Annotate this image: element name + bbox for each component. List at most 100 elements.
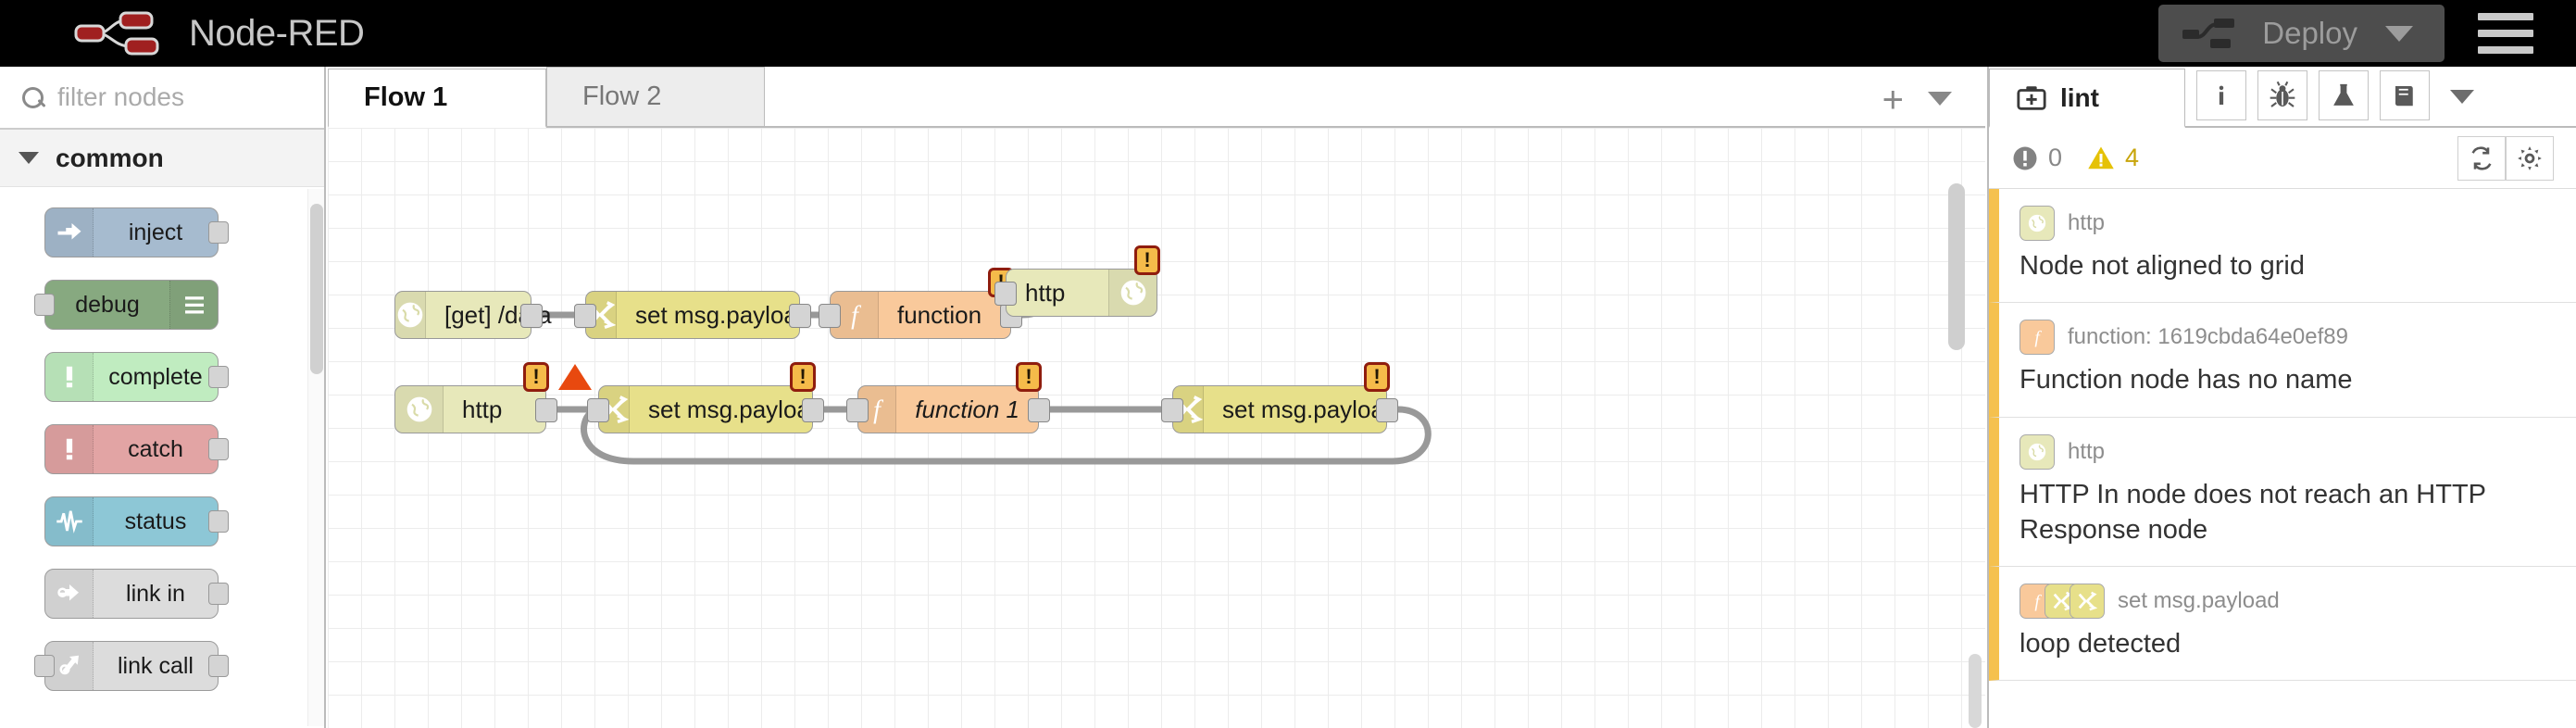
palette-scrollbar[interactable]	[307, 189, 324, 726]
flow-tab-bar: Flow 1 Flow 2 +	[328, 67, 1985, 128]
lint-item[interactable]: http Node not aligned to grid	[1989, 189, 2576, 304]
palette-node-label: status	[124, 508, 187, 534]
palette-node-link-call[interactable]: link call	[34, 641, 229, 691]
app-header: Node-RED Deploy	[0, 0, 2576, 67]
lint-refresh-button[interactable]	[2457, 135, 2506, 181]
tab-flow-1[interactable]: Flow 1	[328, 69, 546, 128]
lint-results-list: http Node not aligned to grid f function…	[1989, 189, 2576, 682]
canvas-node-n5[interactable]: http!	[394, 362, 592, 433]
lint-item-message: Function node has no name	[2020, 365, 2353, 395]
canvas-scrollbar-secondary[interactable]	[1969, 654, 1982, 728]
output-port[interactable]	[208, 221, 229, 244]
deploy-button[interactable]: Deploy	[2158, 5, 2445, 62]
canvas-node-n2[interactable]: set msg.payload	[574, 291, 811, 339]
palette-node-status[interactable]: status	[44, 496, 229, 546]
tab-flow-2[interactable]: Flow 2	[546, 67, 765, 126]
sidebar-button-context[interactable]	[2319, 70, 2369, 120]
wire-layer	[542, 289, 1432, 465]
sidebar-button-debug[interactable]	[2257, 70, 2307, 120]
lint-item[interactable]: http HTTP In node does not reach an HTTP…	[1989, 417, 2576, 568]
output-port[interactable]	[789, 304, 811, 328]
info-icon	[2219, 85, 2224, 105]
sidebar-button-info[interactable]	[2196, 70, 2246, 120]
input-port[interactable]	[994, 282, 1017, 306]
output-port[interactable]	[208, 438, 229, 460]
palette-node-label: link in	[126, 580, 185, 607]
node-warning-badge-icon[interactable]: !	[790, 362, 816, 392]
deploy-icon	[2182, 19, 2235, 48]
canvas-scrollbar-thumb[interactable]	[1948, 183, 1965, 350]
output-port[interactable]	[208, 583, 229, 605]
lint-settings-button[interactable]	[2506, 135, 2554, 181]
globe-icon	[2020, 206, 2055, 241]
warning-count: 4	[2125, 144, 2140, 171]
output-port[interactable]	[802, 398, 824, 422]
lint-item-message: loop detected	[2020, 629, 2182, 659]
canvas-node-n6[interactable]: set msg.payload!	[587, 362, 824, 433]
brand: Node-RED	[72, 9, 365, 57]
canvas-node-label: function	[897, 300, 982, 329]
canvas-vertical-scrollbar[interactable]	[1948, 183, 1965, 711]
medkit-icon	[2017, 85, 2046, 110]
book-icon	[2395, 86, 2413, 107]
palette-node-complete[interactable]: complete	[44, 352, 229, 402]
sidebar-button-help[interactable]	[2380, 70, 2430, 120]
node-warning-badge-icon[interactable]: !	[523, 362, 549, 392]
output-port[interactable]	[208, 510, 229, 533]
pulse-wave-icon	[45, 497, 94, 546]
right-sidebar: lint	[1987, 67, 2576, 728]
palette-scrollbar-thumb[interactable]	[310, 204, 323, 374]
palette-node-label: debug	[75, 291, 140, 318]
input-port[interactable]	[574, 304, 596, 328]
sidebar-more-chevron-down-icon[interactable]	[2450, 90, 2474, 104]
output-port[interactable]	[535, 398, 557, 422]
palette-category-common[interactable]: common	[0, 130, 324, 187]
output-port[interactable]	[208, 655, 229, 677]
tab-lint-label: lint	[2060, 82, 2099, 112]
palette-node-catch[interactable]: catch	[44, 424, 229, 474]
palette-node-inject[interactable]: inject	[44, 207, 229, 257]
inject-arrow-icon	[45, 208, 94, 257]
canvas-node-n1[interactable]: [get] /data	[394, 291, 552, 339]
node-warning-badge-icon[interactable]: !	[1016, 362, 1042, 392]
search-icon	[20, 85, 44, 109]
node-warning-badge-icon[interactable]: !	[1134, 245, 1160, 275]
hamburger-menu-icon[interactable]	[2478, 13, 2533, 54]
sidebar-tab-bar: lint	[1989, 67, 2576, 128]
input-port[interactable]	[1161, 398, 1183, 422]
lint-item[interactable]: f set msg.payload loop detected	[1989, 567, 2576, 682]
output-port[interactable]	[208, 366, 229, 388]
lint-item-message: Node not aligned to grid	[2020, 251, 2305, 281]
input-port[interactable]	[819, 304, 841, 328]
flow-canvas[interactable]: [get] /data set msg.payload ffunction!ht…	[328, 128, 1985, 728]
add-flow-button[interactable]: +	[1882, 80, 1904, 120]
palette-node-label: link call	[118, 652, 194, 679]
lint-item[interactable]: f function: 1619cbda64e0ef89 Function no…	[1989, 303, 2576, 418]
link-in-icon	[45, 570, 94, 618]
lint-item-header: f set msg.payload	[2020, 582, 2557, 621]
flow-menu-chevron-down-icon[interactable]	[1928, 92, 1952, 106]
canvas-node-n4[interactable]: http !	[994, 245, 1160, 317]
input-port[interactable]	[34, 294, 55, 316]
lint-summary-bar: 0 4	[1989, 128, 2576, 189]
palette-node-link-in[interactable]: link in	[44, 569, 229, 619]
node-palette: common inject debug complete catch status…	[0, 67, 326, 728]
node-warning-badge-icon[interactable]: !	[1364, 362, 1390, 392]
palette-node-debug[interactable]: debug	[34, 280, 219, 330]
input-port[interactable]	[34, 655, 55, 677]
input-port[interactable]	[846, 398, 869, 422]
tab-lint[interactable]: lint	[1989, 69, 2185, 128]
canvas-node-n8[interactable]: set msg.payload!	[1161, 362, 1398, 433]
output-port[interactable]	[1028, 398, 1050, 422]
palette-node-label: inject	[128, 219, 183, 245]
svg-text:f: f	[2034, 329, 2042, 348]
input-port[interactable]	[587, 398, 609, 422]
search-input[interactable]	[57, 82, 298, 112]
chevron-down-icon[interactable]	[2385, 25, 2413, 42]
canvas-node-label: http	[1025, 278, 1066, 307]
canvas-node-label: function 1	[915, 395, 1019, 423]
output-port[interactable]	[1376, 398, 1398, 422]
output-port[interactable]	[520, 304, 543, 328]
